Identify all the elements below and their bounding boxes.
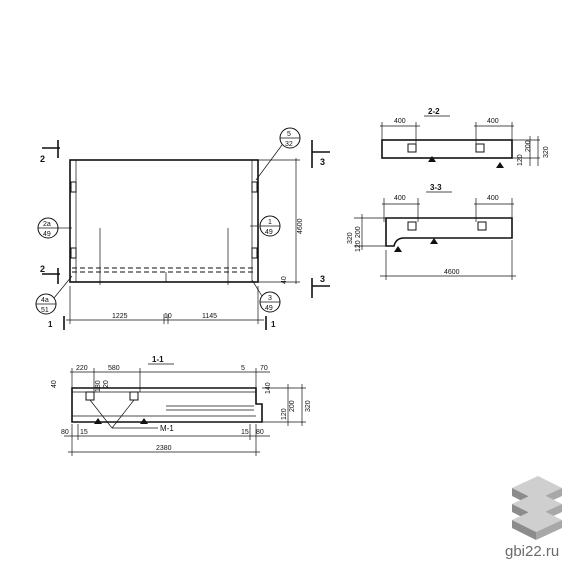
- section-mark-1-left: 1: [48, 320, 53, 329]
- anchor-right-1: [251, 181, 258, 193]
- s3-dim-400-left: 400: [394, 195, 406, 202]
- s3-support-a: [394, 246, 402, 252]
- plan-dim-1225: 1225: [112, 313, 128, 320]
- s1-dim-40: 40: [51, 380, 58, 388]
- s2-dim-400-left: 400: [394, 118, 406, 125]
- s3-dim-400-right: 400: [487, 195, 499, 202]
- node-3-leader: [251, 279, 263, 297]
- section-3-title: 3-3: [430, 183, 442, 192]
- s2-anchors: [407, 143, 485, 153]
- node-4a-top: 4а: [41, 297, 49, 304]
- s2-outline: [381, 139, 513, 159]
- s1-dim-180: 180: [95, 380, 102, 392]
- s1-dim-70: 70: [260, 365, 268, 372]
- s3-dim-200: 200: [355, 226, 362, 238]
- node-2a-bottom: 49: [43, 231, 51, 238]
- anchor-left-1: [70, 181, 77, 193]
- stack-logo-icon: [512, 476, 562, 540]
- node-4a-bottom: 51: [41, 307, 49, 314]
- mark-m1: М-1: [160, 424, 174, 433]
- section-2-2: 2-2 400 400 120 200 320: [380, 107, 550, 168]
- node-1-bottom: 49: [265, 229, 273, 236]
- s1-anchor-b: [129, 391, 139, 401]
- node-3-top: 3: [268, 295, 272, 302]
- s1-dim-580: 580: [108, 365, 120, 372]
- s1-dim-200: 200: [289, 400, 296, 412]
- s1-dim-2380: 2380: [156, 445, 172, 452]
- s3-dim-120: 120: [355, 240, 362, 252]
- watermark: gbi22.ru: [505, 476, 562, 560]
- m1-leader-a: [89, 399, 113, 429]
- section-mark-2-bottom: 2: [40, 264, 45, 274]
- s1-dim-15-left: 15: [80, 429, 88, 436]
- s2-dim-120: 120: [517, 154, 524, 166]
- node-5-bottom: 32: [285, 141, 293, 148]
- plan-dim-10: 10: [164, 313, 172, 320]
- s3-dim-320: 320: [347, 232, 354, 244]
- plan-dim-40: 40: [281, 276, 288, 284]
- node-1-top: 1: [268, 219, 272, 226]
- s2-dim-320: 320: [543, 146, 550, 158]
- s1-outline: [71, 387, 263, 423]
- anchor-left-2: [70, 247, 77, 259]
- s2-support-a: [428, 156, 436, 162]
- node-3-bottom: 49: [265, 305, 273, 312]
- s1-dim-15-right: 15: [241, 429, 249, 436]
- s2-dim-200: 200: [525, 140, 532, 152]
- section-2-title: 2-2: [428, 107, 440, 116]
- s1-anchor-a: [85, 391, 95, 401]
- s1-support-a: [94, 418, 102, 424]
- s1-dim-80: 80: [61, 429, 69, 436]
- anchor-right-2: [251, 247, 258, 259]
- s3-dim-4600: 4600: [444, 269, 460, 276]
- node-2a-top: 2а: [43, 221, 51, 228]
- plan-view: 2 2 3 3 1 1 5 32 2а 49 1 49 4а 5: [35, 127, 330, 330]
- node-5-leader: [255, 144, 283, 181]
- m1-leader-b: [111, 399, 135, 429]
- s2-dim-400-right: 400: [487, 118, 499, 125]
- s1-dim-20: 20: [103, 380, 110, 388]
- section-3-3: 3-3 400 400 320 120 200 4600: [347, 183, 516, 280]
- node-5-top: 5: [287, 131, 291, 138]
- s3-anchors: [407, 221, 487, 231]
- s2-support-b: [496, 162, 504, 168]
- plan-dim-4600: 4600: [297, 218, 304, 234]
- s3-support-b: [430, 238, 438, 244]
- slab-outline: [69, 159, 259, 283]
- s1-dim-5: 5: [241, 365, 245, 372]
- s1-dim-220: 220: [76, 365, 88, 372]
- plan-dim-1145: 1145: [202, 313, 217, 320]
- section-mark-2-top: 2: [40, 154, 45, 164]
- node-4a-leader: [53, 275, 73, 299]
- s1-dim-80-right: 80: [256, 429, 264, 436]
- section-1-title: 1-1: [152, 355, 164, 364]
- section-1-1: 1-1 220 580 5 70 40 180 20 140 М-1 120 2…: [51, 355, 312, 456]
- watermark-text: gbi22.ru: [505, 543, 559, 560]
- section-mark-3-bottom: 3: [320, 274, 325, 284]
- section-mark-3-top: 3: [320, 157, 325, 167]
- section-mark-1-right: 1: [271, 320, 276, 329]
- s1-dim-120: 120: [281, 408, 288, 420]
- s1-support-b: [140, 418, 148, 424]
- s1-dim-320: 320: [305, 400, 312, 412]
- s3-outline: [385, 217, 513, 247]
